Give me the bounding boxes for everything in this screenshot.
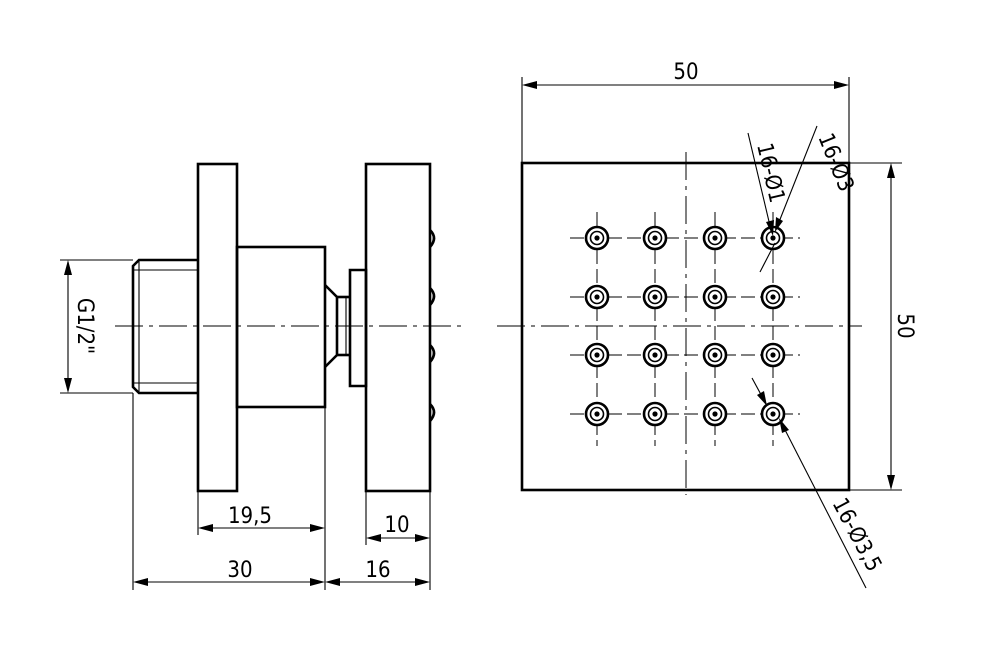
nozzle-grid <box>570 212 800 446</box>
nozzle <box>642 225 668 251</box>
face-width-label: 50 <box>673 60 698 85</box>
hole-large-label: 16-Ø3,5 <box>827 494 886 576</box>
nozzle <box>702 284 728 310</box>
body-length-dimension: 19,5 <box>197 407 326 590</box>
nozzle <box>760 401 786 427</box>
side-view: G1/2" 19,5 10 30 <box>60 162 465 590</box>
nozzle <box>702 401 728 427</box>
body-cylinder <box>235 245 327 409</box>
side-nozzles <box>428 229 436 422</box>
thread-dimension: G1/2" <box>60 259 133 394</box>
connector-neck <box>324 268 368 388</box>
face-thickness-label: 10 <box>384 513 409 538</box>
nozzle <box>584 401 610 427</box>
hole-mid-callout: 16-Ø3 <box>775 125 858 232</box>
face-depth-dimension: 16 <box>325 558 430 586</box>
front-view: 50 50 16-Ø1 16-Ø3 16-Ø3, <box>497 60 917 589</box>
nozzle <box>584 225 610 251</box>
face-height-dimension: 50 <box>849 162 917 491</box>
mount-length-label: 30 <box>227 558 252 583</box>
face-plate-front <box>520 161 851 492</box>
nozzle <box>702 342 728 368</box>
nozzle <box>642 342 668 368</box>
nozzle <box>760 342 786 368</box>
thread-label: G1/2" <box>72 298 97 354</box>
face-width-dimension: 50 <box>521 60 850 163</box>
nozzle <box>642 284 668 310</box>
hole-small-label: 16-Ø1 <box>751 141 789 206</box>
face-plate-side <box>364 162 432 493</box>
threaded-nipple <box>131 258 198 395</box>
nozzle <box>584 284 610 310</box>
hole-small-callout: 16-Ø1 <box>747 132 789 273</box>
body-length-label: 19,5 <box>228 504 272 529</box>
mounting-flange <box>196 162 239 493</box>
face-height-label: 50 <box>892 313 917 338</box>
nozzle <box>760 284 786 310</box>
face-depth-label: 16 <box>365 558 390 583</box>
face-thickness-dimension: 10 <box>365 491 431 590</box>
mount-length-dimension: 30 <box>132 393 325 590</box>
nozzle <box>702 225 728 251</box>
nozzle <box>584 342 610 368</box>
nozzle <box>642 401 668 427</box>
